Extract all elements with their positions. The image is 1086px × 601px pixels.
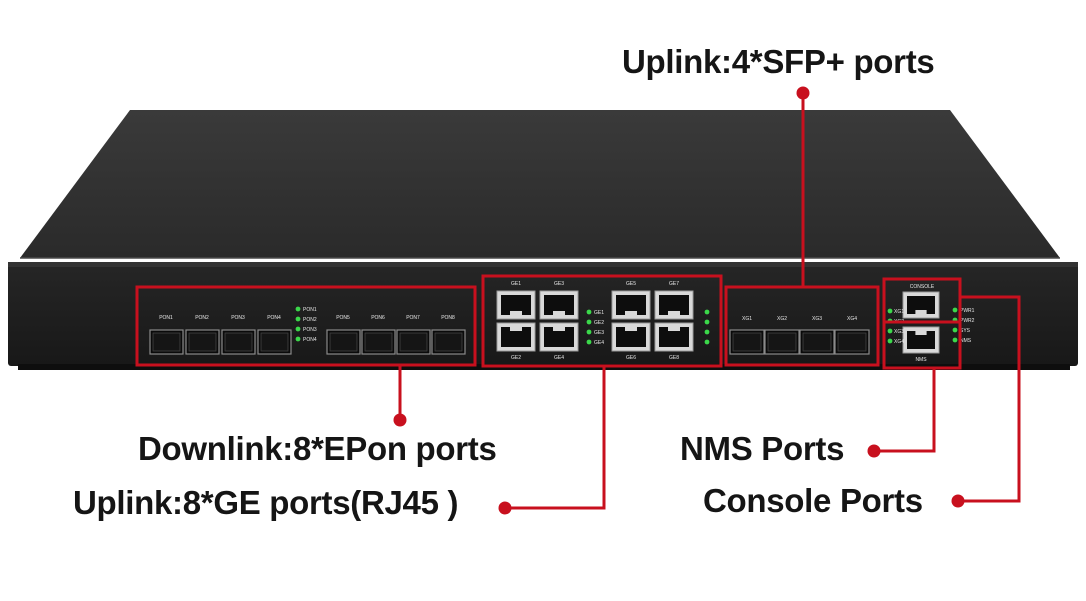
nms-port	[902, 326, 940, 354]
pon-status-led	[295, 326, 301, 332]
pon-port	[326, 329, 361, 355]
ge-led-label: GE3	[594, 330, 604, 336]
pon-port	[257, 329, 292, 355]
pon-port-label: PON2	[195, 315, 209, 321]
sfp-port-label: XG1	[742, 316, 752, 322]
ge-leader-line	[505, 366, 606, 510]
pon-led-label: PON3	[303, 327, 317, 333]
ge-highlight-box	[481, 274, 723, 368]
system-status-led	[952, 337, 958, 343]
sfp-port-label: XG4	[847, 316, 857, 322]
ge-port-label: GE5	[626, 281, 636, 287]
ge-status-led	[586, 329, 592, 335]
ge-port	[654, 322, 694, 352]
xg-status-led	[887, 328, 893, 334]
ge-status-led	[704, 329, 710, 335]
uplink-ge-caption: Uplink:8*GE ports(RJ45 )	[73, 484, 459, 521]
sfp-plus-port	[764, 329, 800, 355]
nms-leader-dot	[867, 444, 881, 458]
sfp-port-group: XG1 XG2 XG3 XG4	[729, 316, 870, 355]
ge-port-label: GE7	[669, 281, 679, 287]
epon-leader-dot	[393, 413, 407, 427]
uplink-sfp-caption: Uplink:4*SFP+ ports	[622, 43, 935, 80]
pon-port-label: PON5	[336, 315, 350, 321]
pon-port-label: PON4	[267, 315, 281, 321]
ge-status-led	[704, 309, 710, 315]
xg-led-label: XG3	[894, 329, 904, 335]
pon-port	[185, 329, 220, 355]
ge-port	[611, 290, 651, 320]
console-port-label: CONSOLE	[910, 284, 935, 290]
sfp-leader-dot	[796, 86, 810, 100]
ge-port-label: GE3	[554, 281, 564, 287]
sfp-plus-port	[799, 329, 835, 355]
xg-status-led	[887, 308, 893, 314]
pon-led-label: PON4	[303, 337, 317, 343]
nms-port-label: NMS	[915, 357, 927, 363]
pon-port-label: PON3	[231, 315, 245, 321]
ge-leader-dot	[498, 501, 512, 515]
ge-status-led	[586, 309, 592, 315]
sfp-port-label: XG3	[812, 316, 822, 322]
ge-led-label: GE4	[594, 340, 604, 346]
pon-port-label: PON1	[159, 315, 173, 321]
nms-leader-line	[874, 368, 936, 453]
sfp-plus-port	[834, 329, 870, 355]
ge-status-led	[704, 319, 710, 325]
chassis-top	[20, 110, 1060, 258]
pon-port	[149, 329, 184, 355]
sfp-port-label: XG2	[777, 316, 787, 322]
console-leader-line	[958, 295, 1021, 503]
xg-led-label: XG1	[894, 309, 904, 315]
console-leader-dot	[951, 494, 965, 508]
pon-led-label: PON1	[303, 307, 317, 313]
pon-status-led	[295, 316, 301, 322]
ge-led-label: GE2	[594, 320, 604, 326]
system-status-led	[952, 327, 958, 333]
ge-status-led	[586, 319, 592, 325]
ge-status-led	[586, 339, 592, 345]
pon-status-led	[295, 306, 301, 312]
system-led-label: PWR1	[960, 308, 975, 314]
pon-port	[221, 329, 256, 355]
console-port	[902, 291, 940, 319]
pon-port-label: PON8	[441, 315, 455, 321]
ge-port	[496, 290, 536, 320]
xg-status-led	[887, 338, 893, 344]
console-ports-caption: Console Ports	[703, 482, 923, 519]
ge-port	[654, 290, 694, 320]
nms-highlight-box	[882, 320, 962, 370]
xg-led-label: XG4	[894, 339, 904, 345]
pon-port-label: PON7	[406, 315, 420, 321]
ge-port-label: GE8	[669, 355, 679, 361]
ge-port-label: GE4	[554, 355, 564, 361]
system-led-label: PWR2	[960, 318, 975, 324]
sfp-plus-port	[729, 329, 765, 355]
ge-status-led	[704, 339, 710, 345]
pon-led-label: PON2	[303, 317, 317, 323]
ge-port-label: GE2	[511, 355, 521, 361]
downlink-epon-caption: Downlink:8*EPon ports	[138, 430, 497, 467]
pon-port	[431, 329, 466, 355]
ge-port	[539, 322, 579, 352]
ge-port-label: GE6	[626, 355, 636, 361]
ge-led-label: GE1	[594, 310, 604, 316]
system-led-label: NMS	[960, 338, 972, 344]
ge-port-label: GE1	[511, 281, 521, 287]
ge-port	[611, 322, 651, 352]
nms-ports-caption: NMS Ports	[680, 430, 845, 467]
pon-status-led	[295, 336, 301, 342]
system-led-label: SYS	[960, 328, 971, 334]
ge-port	[496, 322, 536, 352]
epon-highlight-box	[135, 285, 477, 367]
system-status-led	[952, 307, 958, 313]
pon-port	[396, 329, 431, 355]
ge-port	[539, 290, 579, 320]
pon-port	[361, 329, 396, 355]
pon-port-label: PON6	[371, 315, 385, 321]
